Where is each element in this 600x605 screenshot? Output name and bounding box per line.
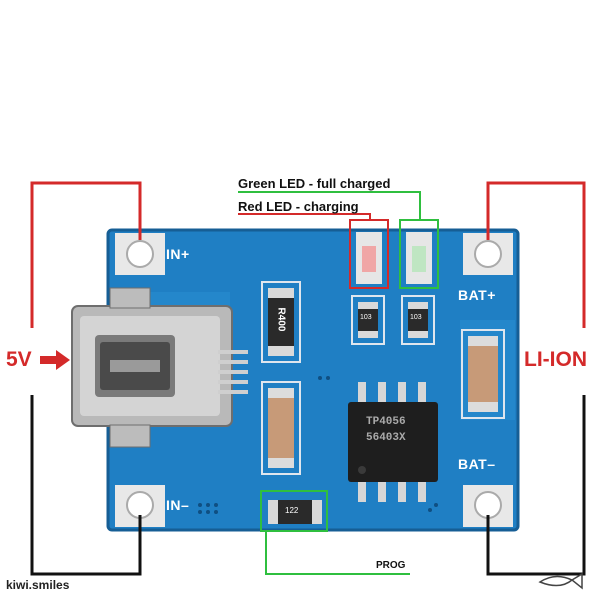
- capacitor-1: [261, 381, 301, 475]
- resistor-r400-marking: R400: [275, 307, 287, 332]
- led-resistor-2: [401, 295, 435, 345]
- pad-label-bat-plus: BAT+: [458, 287, 496, 303]
- watermark-text: kiwi.smiles: [6, 578, 70, 592]
- prog-leader: [265, 531, 410, 575]
- pad-label-bat-minus: BAT–: [458, 456, 496, 472]
- battery-type-label: LI-ION: [524, 348, 587, 371]
- watermark-fish-icon: [538, 572, 583, 590]
- led-resistor-1: [351, 295, 385, 345]
- led-resistor-1-marking: 103: [360, 314, 372, 321]
- input-black-wire: [30, 395, 142, 576]
- arrow-right-icon: [40, 350, 70, 370]
- pad-in-minus: [115, 485, 165, 527]
- pad-label-in-minus: IN–: [166, 497, 190, 513]
- green-led-callout: Green LED - full charged: [238, 176, 391, 191]
- ic-marking-line1: TP4056: [366, 416, 406, 428]
- prog-highlight: [260, 490, 328, 532]
- red-led: [356, 232, 382, 284]
- led-resistor-2-marking: 103: [410, 314, 422, 321]
- mini-usb-icon: [71, 287, 248, 448]
- resistor-prog-marking: 122: [285, 506, 299, 515]
- green-led-leader: [238, 191, 421, 220]
- battery-black-wire: [486, 395, 586, 576]
- ic-marking-line2: 56403X: [366, 432, 406, 444]
- resistor-r400: [261, 281, 301, 363]
- resistor-prog: [268, 500, 322, 524]
- input-voltage-label: 5V: [6, 348, 32, 371]
- via-dots: [198, 376, 438, 514]
- ic-tp4056: [348, 382, 438, 502]
- red-led-callout: Red LED - charging: [238, 199, 359, 214]
- pad-label-in-plus: IN+: [166, 246, 190, 262]
- green-led: [406, 232, 432, 284]
- capacitor-2: [461, 329, 505, 419]
- input-red-wire: [30, 181, 142, 328]
- red-led-leader: [238, 213, 371, 220]
- prog-callout: PROG: [376, 560, 406, 571]
- battery-red-wire: [486, 181, 586, 328]
